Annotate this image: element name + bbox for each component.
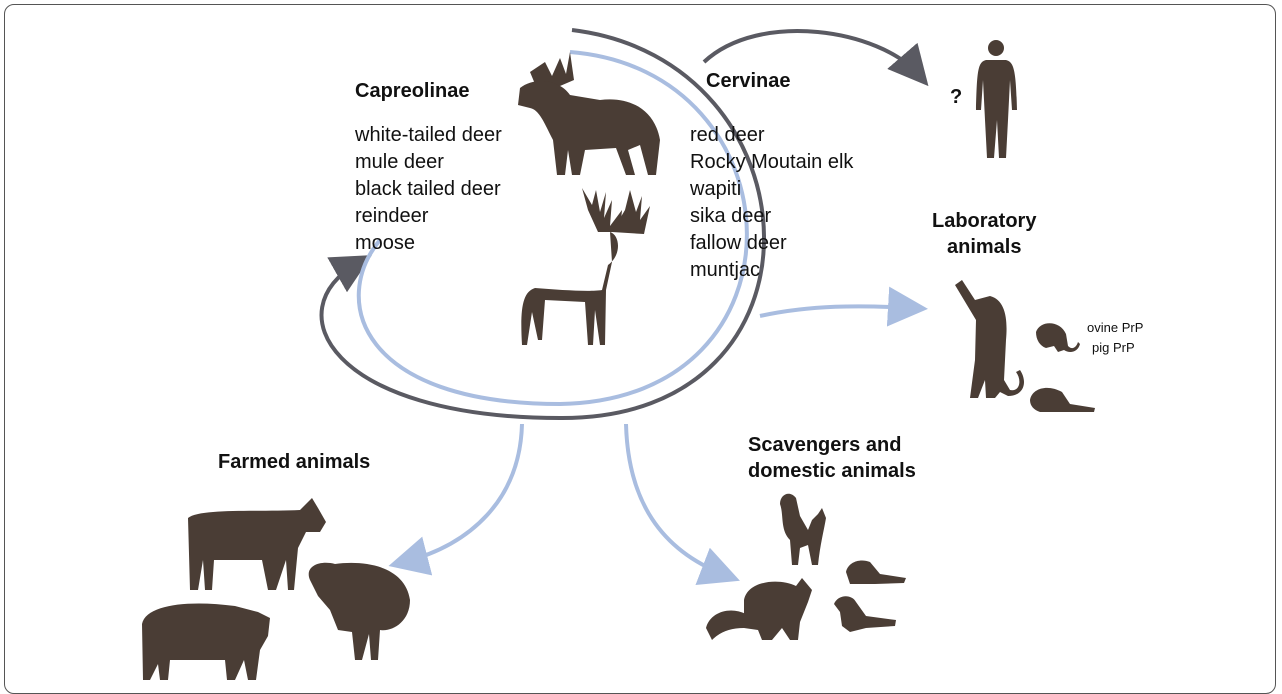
beaver-icon <box>1030 388 1095 412</box>
ferret-icon <box>834 596 896 632</box>
arrow-to-farmed <box>404 424 522 562</box>
list-item: Rocky Moutain elk <box>690 149 853 176</box>
cow-icon <box>188 498 326 590</box>
list-item: wapiti <box>690 176 853 203</box>
laboratory-animals-title: Laboratory animals <box>932 208 1036 260</box>
list-item: reindeer <box>355 203 502 230</box>
capreolinae-species-list: white-tailed deer mule deer black tailed… <box>355 122 502 257</box>
laboratory-note-ovine: ovine PrP <box>1087 318 1143 337</box>
raccoon-icon <box>706 578 812 640</box>
farmed-animals-title: Farmed animals <box>218 451 370 474</box>
laboratory-note-pig: pig PrP <box>1092 338 1135 357</box>
red-deer-icon <box>521 188 650 345</box>
arrow-to-laboratory <box>760 306 912 316</box>
cervinae-species-list: red deer Rocky Moutain elk wapiti sika d… <box>690 122 853 284</box>
pig-icon <box>142 603 270 680</box>
list-item: muntjac <box>690 257 853 284</box>
scavengers-title-line2: domestic animals <box>748 458 916 484</box>
scavengers-title-line1: Scavengers and <box>748 432 916 458</box>
mouse-icon <box>1036 323 1080 352</box>
cat-icon <box>780 494 826 565</box>
arrow-to-human <box>704 31 918 74</box>
laboratory-title-line1: Laboratory <box>932 208 1036 234</box>
list-item: moose <box>355 230 502 257</box>
arrow-to-scavengers <box>626 424 725 575</box>
list-item: black tailed deer <box>355 176 502 203</box>
list-item: sika deer <box>690 203 853 230</box>
human-question-label: ? <box>950 86 962 109</box>
scavengers-title: Scavengers and domestic animals <box>748 432 916 484</box>
monkey-icon <box>955 280 1024 398</box>
list-item: red deer <box>690 122 853 149</box>
list-item: fallow deer <box>690 230 853 257</box>
laboratory-title-line2: animals <box>932 234 1036 260</box>
list-item: white-tailed deer <box>355 122 502 149</box>
human-icon <box>976 40 1017 158</box>
capreolinae-title: Capreolinae <box>355 80 469 103</box>
cervinae-title: Cervinae <box>706 70 791 93</box>
list-item: mule deer <box>355 149 502 176</box>
sheep-icon <box>309 563 410 660</box>
beaver-icon <box>846 560 906 584</box>
